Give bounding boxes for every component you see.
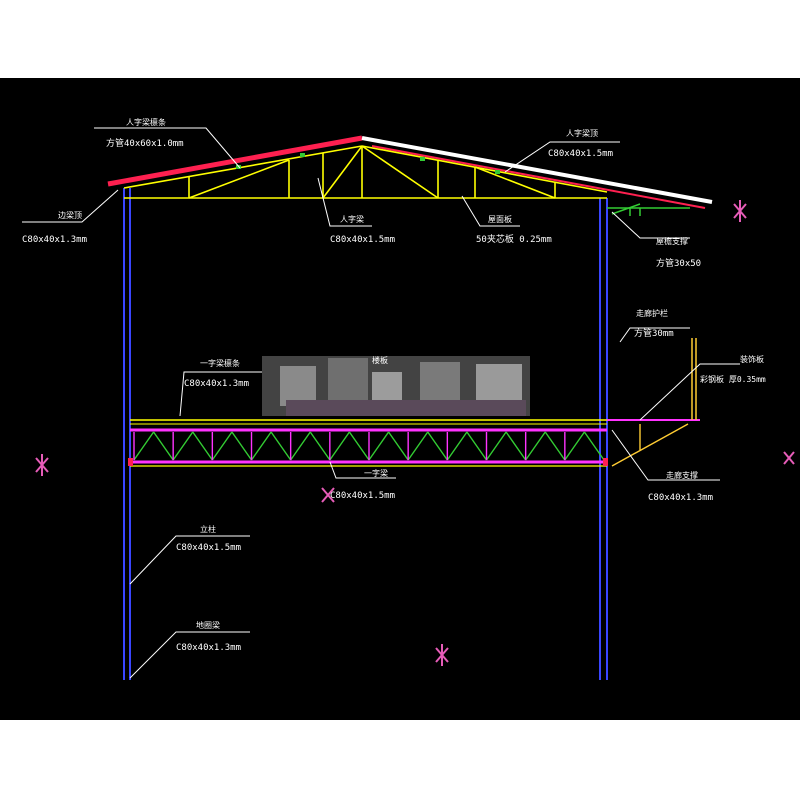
floor-truss-web [348,431,370,461]
floor-truss-web [466,431,488,461]
label-truss-chord-title: 人字梁 [340,214,364,224]
floor-truss-ends [128,458,608,466]
label-eave-bracket-title: 屋檐支撑 [656,236,688,246]
label-ground-beam-title: 地圈梁 [196,620,220,630]
label-column-spec: C80x40x1.5mm [176,543,241,553]
leader-lines [22,127,740,679]
floor-truss-web [192,431,213,461]
floor-truss-web [525,431,546,461]
label-truss-chord-spec: C80x40x1.5mm [330,235,395,245]
floor-truss-web [505,431,527,461]
floor-truss-web [544,431,566,461]
floor-truss-web [211,431,233,461]
label-eave-beam-title: 边梁顶 [58,210,82,220]
watermark-sparkle-icon [783,451,795,465]
left-column [123,188,131,680]
label-railing-spec: 方管30mm [634,327,674,339]
roof-sheet-left [107,135,363,187]
floor-truss-web [407,431,429,461]
floor-truss-web [309,431,331,461]
label-eave-bracket-spec: 方管30x50 [656,257,701,269]
label-floor-purlin-title: 一字梁檩条 [200,358,240,368]
floor-truss-web [250,431,272,461]
floor-truss-web [329,431,350,461]
roof-sheet-right [361,136,713,209]
label-corridor-support-spec: C80x40x1.3mm [648,493,713,503]
watermark-sparkle-icon [733,200,747,222]
floor-truss-webs [133,431,605,461]
label-roof-purlin-left-title: 人字梁檩条 [126,117,166,127]
watermark-sparkle-icon [435,644,449,666]
floor-truss [130,419,700,467]
eave-bracket [607,203,690,216]
label-corridor-support-title: 走廊支撑 [666,470,698,480]
floor-truss-web [270,431,292,461]
label-roof-sheet-right-title: 人字梁顶 [566,128,598,138]
label-fascia-spec: 彩钢板 厚0.35mm [700,374,766,384]
right-column [599,198,608,680]
floor-truss-web [446,431,468,461]
watermark-sparkle-icon [321,487,335,503]
watermark-sparkle-icon [35,454,49,476]
label-floor-purlin-spec: C80x40x1.3mm [184,379,249,389]
floor-truss-web [388,431,409,461]
floor-truss-web [153,431,174,461]
label-fascia-title: 装饰板 [740,354,764,364]
floor-truss-web [172,431,194,461]
floor-board [130,419,607,425]
floor-truss-web [427,431,448,461]
label-floor-board-title: 楼板 [372,355,388,365]
label-ground-beam-spec: C80x40x1.3mm [176,643,241,653]
floor-truss-web [583,431,605,461]
floor-truss-web [564,431,585,461]
label-floor-beam-spec: C80x40x1.5mm [330,491,395,501]
floor-truss-web [133,431,155,461]
label-roof-sheet-right-spec: C80x40x1.5mm [548,149,613,159]
label-floor-beam-title: 一字梁 [364,468,388,478]
label-roof-panel-spec: 50夹芯板 0.25mm [476,233,552,245]
label-column-title: 立柱 [200,524,216,534]
floor-truss-web [485,431,507,461]
floor-truss-web [231,431,253,461]
label-eave-beam-spec: C80x40x1.3mm [22,235,87,245]
label-roof-purlin-left-spec: 方管40x60x1.0mm [106,137,184,149]
floor-truss-web [368,431,390,461]
floor-truss-web [290,431,311,461]
railing [691,338,697,420]
roof-truss [123,145,608,199]
fascia [611,423,689,467]
label-roof-panel-title: 屋面板 [488,214,512,224]
label-railing-title: 走廊护栏 [636,308,668,318]
pixelated-area [262,356,530,416]
